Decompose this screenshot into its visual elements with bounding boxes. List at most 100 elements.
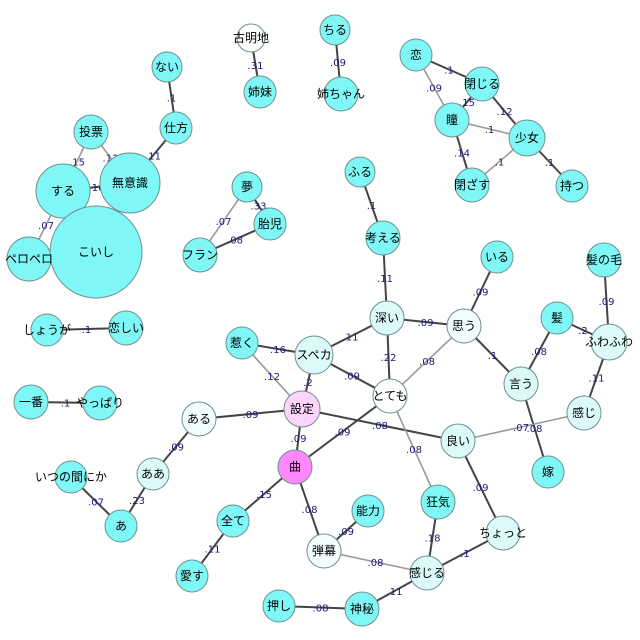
edge-weight-label: .08 [527,424,543,435]
edge-totemo-kyouki [389,395,439,503]
edge-weight-label: .2 [578,326,588,337]
node-circle [351,494,385,528]
node-circle [434,102,470,138]
node-nouryoku: 能力 [351,494,385,528]
node-label: やっぱり [76,396,124,410]
node-shimai: 姉妹 [243,75,277,109]
node-kyouki: 狂気 [420,484,456,520]
node-label: 嫁 [542,464,554,479]
edge-weight-label: .31 [248,61,264,72]
node-label: する [51,184,75,198]
node-fukai: 深い [369,300,405,336]
node-circle [566,395,602,431]
node-tozasu: 閉ざす [454,167,490,203]
node-totemo: とても [372,378,408,414]
node-furan: フラン [182,237,218,273]
edge-weight-label: .08 [531,347,547,358]
node-label: 閉じる [464,77,500,91]
node-ichiban: 一番 [13,384,49,420]
node-label: 無意識 [112,175,148,190]
node-circle [586,242,622,278]
node-label: ちる [323,23,347,37]
node-iru: いる [480,240,514,274]
node-circle [262,589,296,623]
edge-weight-label: .09 [418,318,434,329]
edge-weight-label: .1 [488,351,498,362]
edge-weight-label: .07 [513,423,529,434]
node-label: 感じる [409,565,445,580]
edge-weight-label: .09 [335,428,351,439]
node-circle [344,591,380,627]
node-circle [236,23,266,53]
edge-weight-label: .09 [473,288,489,299]
node-label: 言う [509,377,533,391]
edge-weight-label: .08 [419,357,435,368]
edge-weight-label: .16 [89,183,105,194]
node-label: あ [115,519,127,533]
node-shoujo: 少女 [508,119,546,157]
node-label: 神秘 [350,602,374,616]
node-oshi: 押し [262,589,296,623]
node-aisu: 愛す [175,559,209,593]
node-koi: 恋 [399,38,433,72]
node-chiru: ちる [319,14,351,46]
node-circle [175,559,209,593]
node-label: ない [155,60,179,74]
node-iu: 言う [503,366,539,402]
node-hiku: 惹く [225,326,259,360]
edge-weight-label: .1 [367,201,377,212]
edge-weight-label: .1 [485,125,495,136]
node-subete: 全て [216,504,250,538]
node-circle [225,326,259,360]
node-label: ふる [348,165,372,179]
node-circle [540,301,574,335]
node-itsunomanika: いつの間にか [35,460,107,494]
node-shouga: しょうが [23,313,71,347]
node-circle [344,156,376,188]
node-circle [306,533,342,569]
node-kaminoke: 髪の毛 [586,242,622,278]
node-label: ペロペロ [5,252,53,266]
edge-weight-label: .08 [368,558,384,569]
node-circle [108,310,144,346]
edge-weight-label: .07 [216,217,232,228]
node-shikata: 仕方 [159,111,193,145]
node-circle [555,169,589,203]
node-furuakechi: 古明地 [233,23,269,53]
node-label: 恋 [410,47,422,62]
node-label: 恋しい [108,320,144,335]
node-neechan: 姉ちゃん [317,76,365,112]
node-label: いる [485,250,509,264]
node-peropero: ペロペロ [5,236,53,282]
node-label: 持つ [560,178,584,193]
node-circle [277,449,313,485]
node-label: 投票 [79,124,103,139]
node-label: 深い [375,311,399,325]
edge-weight-label: .33 [251,202,267,213]
node-yappari: やっぱり [76,385,124,421]
node-kami: 髪 [540,301,574,335]
node-label: ちょっと [479,526,527,540]
node-label: 髪の毛 [586,253,622,267]
edge-weight-label: .1 [460,549,470,560]
node-label: 曲 [289,460,301,474]
edge-weight-label: .2 [303,378,313,389]
edge-weight-label: .08 [227,236,243,247]
edge-weight-label: .09 [168,443,184,454]
edge-weight-label: .1 [545,158,555,169]
node-label: 閉ざす [454,177,490,192]
edge-weight-label: .15 [256,490,272,501]
node-label: 一番 [19,395,43,409]
node-tojiru: 閉じる [464,66,500,102]
node-label: しょうが [23,322,71,337]
edge-settei-yoi [301,408,459,442]
node-kanjiru: 感じる [409,555,445,591]
edge-weight-label: .11 [205,545,221,556]
node-label: いつの間にか [35,470,107,484]
node-label: 愛す [180,569,204,583]
node-label: 能力 [356,504,380,518]
edge-weight-label: .09 [344,372,360,383]
node-circle [104,509,138,543]
node-circle [159,111,193,145]
